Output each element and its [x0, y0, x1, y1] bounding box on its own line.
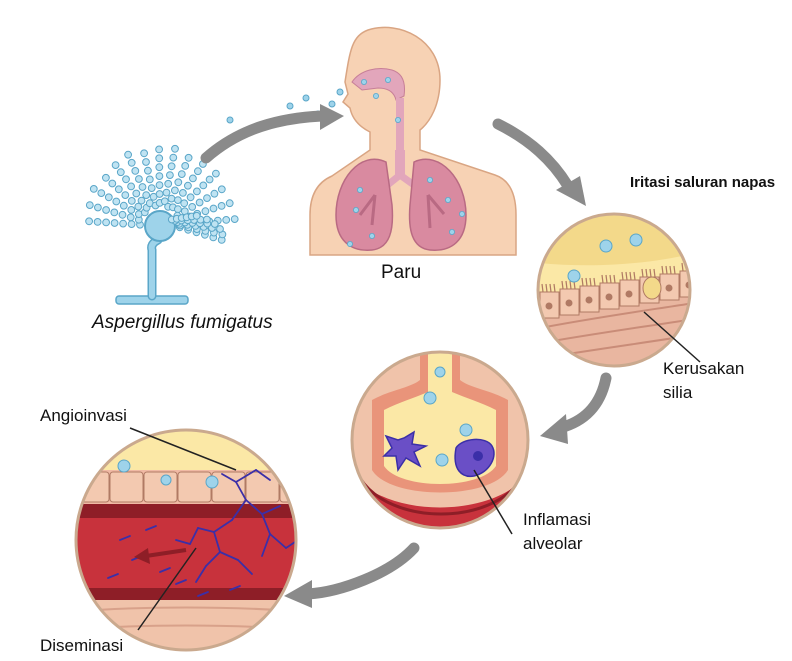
label-aspergillus: Aspergillus fumigatus [92, 312, 273, 334]
label-angioinvasion: Angioinvasi [40, 406, 127, 426]
human-lungs-icon [310, 27, 516, 255]
label-alveolar-inflammation-2: alveolar [523, 534, 583, 554]
label-cilia-damage-2: silia [663, 383, 692, 403]
label-lungs: Paru [381, 262, 421, 284]
label-dissemination: Diseminasi [40, 636, 123, 656]
label-alveolar-inflammation-1: Inflamasi [523, 510, 591, 530]
label-cilia-damage-1: Kerusakan [663, 359, 744, 379]
alveolus-circle [330, 310, 550, 540]
label-airway-irritation: Iritasi saluran napas [630, 174, 775, 191]
airway-cilia-circle [530, 214, 700, 366]
vessel-angioinvasion-circle [70, 428, 324, 650]
